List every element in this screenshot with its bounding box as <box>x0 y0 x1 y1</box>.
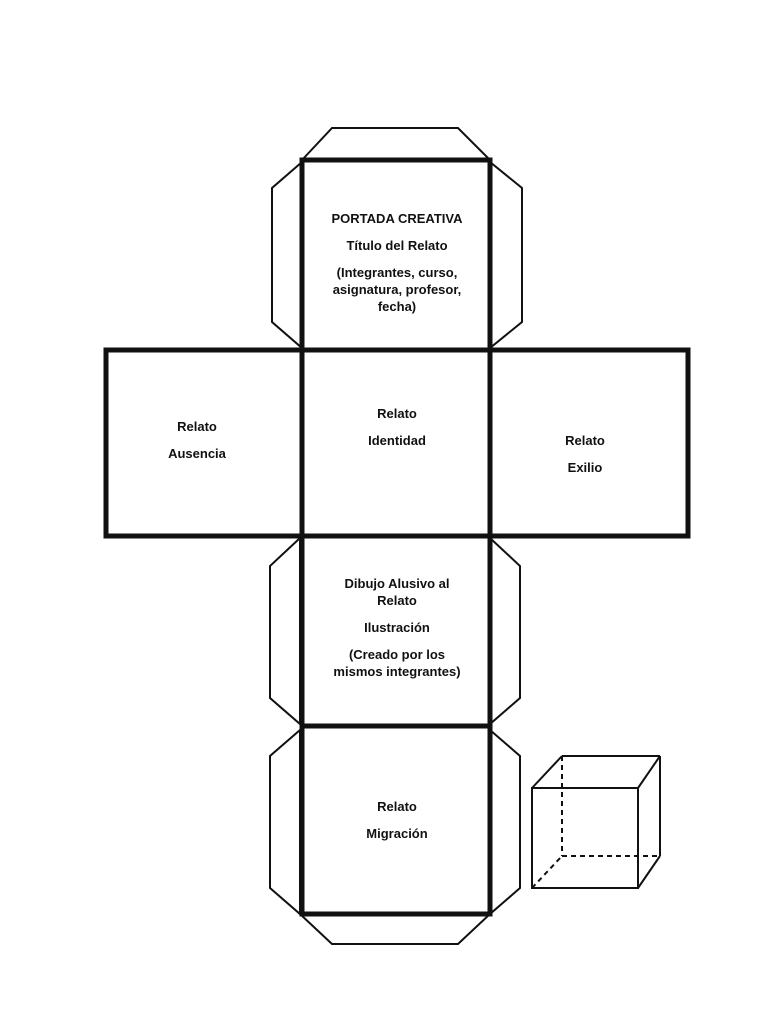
face-center-text: Relato Identidad <box>322 405 472 449</box>
cover-subtitle: Título del Relato <box>346 238 448 253</box>
glue-tab-top-right <box>489 159 523 351</box>
glue-tab-bottom-left <box>269 727 301 917</box>
face-bottom-text: Relato Migración <box>322 798 472 842</box>
face-bottom-line1: Relato <box>377 799 417 814</box>
face-lower-line2: Ilustración <box>364 620 430 635</box>
face-left-text: Relato Ausencia <box>122 418 272 462</box>
face-left-line1: Relato <box>177 419 217 434</box>
glue-tab-bottom-right <box>489 727 521 917</box>
glue-tab-top-edge <box>299 127 493 161</box>
cover-title: PORTADA CREATIVA <box>331 211 463 226</box>
face-right-line1: Relato <box>565 433 605 448</box>
glue-tab-top-left <box>271 159 303 351</box>
wireframe-cube-icon <box>531 755 661 889</box>
glue-tab-lower-left <box>269 535 301 727</box>
face-lower-text: Dibujo Alusivo al Relato Ilustración (Cr… <box>332 575 462 680</box>
face-lower-details: (Creado por los mismos integrantes) <box>333 647 461 679</box>
face-right-line2: Exilio <box>567 460 603 475</box>
cover-details: (Integrantes, curso, asignatura, profeso… <box>332 265 462 314</box>
face-bottom-line2: Migración <box>366 826 428 841</box>
face-left-line2: Ausencia <box>168 446 226 461</box>
face-top-text: PORTADA CREATIVA Título del Relato (Inte… <box>322 210 472 315</box>
face-center-line2: Identidad <box>368 433 426 448</box>
glue-tab-lower-right <box>489 535 521 727</box>
face-right-text: Relato Exilio <box>510 432 660 476</box>
face-lower-line1: Dibujo Alusivo al Relato <box>344 576 450 608</box>
face-center-line1: Relato <box>377 406 417 421</box>
glue-tab-bottom-edge <box>297 913 493 945</box>
face-bottom-outline <box>299 723 493 917</box>
face-right-outline <box>487 347 691 539</box>
